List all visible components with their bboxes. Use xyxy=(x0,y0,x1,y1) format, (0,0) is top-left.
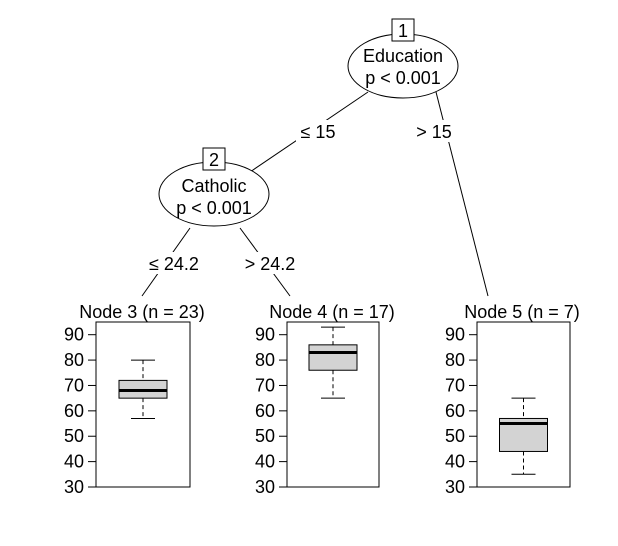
y-tick-label: 40 xyxy=(445,452,465,472)
boxplot-panel-frame xyxy=(286,321,380,488)
node-ellipse xyxy=(347,33,459,99)
edge-label-bg xyxy=(240,252,300,274)
y-tick-label: 40 xyxy=(255,452,275,472)
y-tick-label: 80 xyxy=(255,350,275,370)
edge-label-1-2: ≤ 15 xyxy=(301,122,336,142)
y-tick-label: 90 xyxy=(445,325,465,345)
node-variable: Catholic xyxy=(181,176,246,196)
terminal-boxplots: 30 40 50 60 70 80 90 30 40 50 60 70 80 90 30 40 50 60 70 80… xyxy=(64,321,571,497)
y-tick-label: 60 xyxy=(445,401,465,421)
y-tick-label: 90 xyxy=(64,325,84,345)
y-tick-label: 30 xyxy=(255,477,275,497)
node-id-box xyxy=(202,147,226,171)
edge-label-bg xyxy=(296,120,340,142)
terminal-node-4-title: Node 4 (n = 17) xyxy=(269,302,395,322)
terminal-node-5-title: Node 5 (n = 7) xyxy=(464,302,580,322)
y-tick-label: 30 xyxy=(64,477,84,497)
y-tick-label: 80 xyxy=(445,350,465,370)
y-tick-label: 70 xyxy=(64,375,84,395)
y-tick-label: 50 xyxy=(445,426,465,446)
y-tick-label: 60 xyxy=(255,401,275,421)
node-id-box xyxy=(391,18,415,42)
boxplot-panel-frame xyxy=(476,321,571,488)
y-tick-label: 50 xyxy=(255,426,275,446)
terminal-node-3-title: Node 3 (n = 23) xyxy=(79,302,205,322)
node-variable: Education xyxy=(363,46,443,66)
y-tick-label: 70 xyxy=(445,375,465,395)
inner-node-1: 1 Education p < 0.001 xyxy=(347,18,459,99)
iqr-box xyxy=(308,344,358,371)
edge-label-bg xyxy=(412,120,456,142)
edge-label-2-3: ≤ 24.2 xyxy=(149,254,199,274)
node-pvalue: p < 0.001 xyxy=(365,68,441,88)
y-tick-label: 30 xyxy=(445,477,465,497)
node-id: 1 xyxy=(398,21,408,41)
node-pvalue: p < 0.001 xyxy=(176,198,252,218)
y-tick-label: 70 xyxy=(255,375,275,395)
edge-label-1-5: > 15 xyxy=(416,122,452,142)
inner-node-2: 2 Catholic p < 0.001 xyxy=(158,147,270,227)
y-tick-label: 40 xyxy=(64,452,84,472)
edge-label-bg xyxy=(144,252,204,274)
node-id: 2 xyxy=(209,150,219,170)
y-tick-label: 50 xyxy=(64,426,84,446)
boxplot-panel-frame xyxy=(95,321,191,488)
y-tick-label: 60 xyxy=(64,401,84,421)
y-tick-label: 80 xyxy=(64,350,84,370)
edge-label-2-4: > 24.2 xyxy=(245,254,296,274)
y-tick-label: 90 xyxy=(255,325,275,345)
